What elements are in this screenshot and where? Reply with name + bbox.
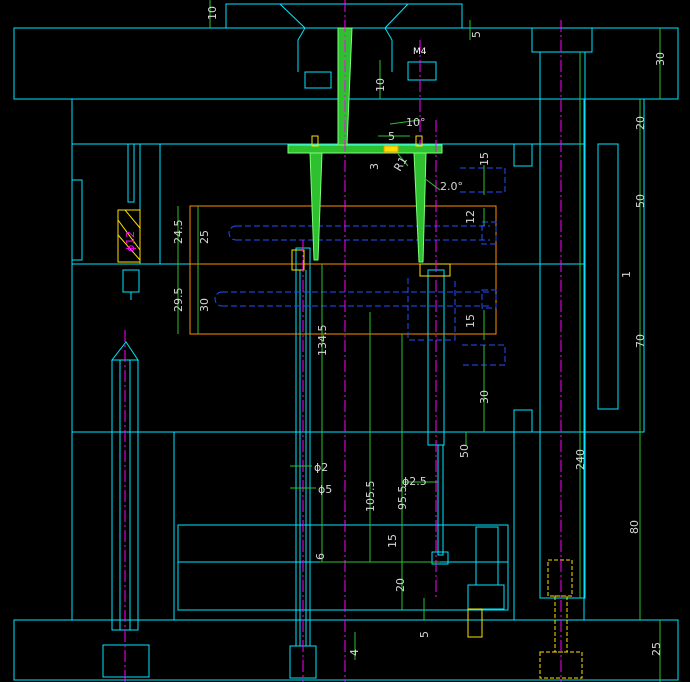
dim-1: 1	[620, 271, 633, 278]
m4-label: M4	[413, 47, 427, 57]
dim-50-mid: 50	[458, 444, 471, 458]
right-guide-inner	[597, 143, 619, 410]
dimension-text: 10 5 30 10 10° 5 3 R1 2.0° 15 12 24.5 25…	[124, 6, 667, 656]
dim-15-b: 15	[464, 314, 477, 328]
dim-30-right: 30	[654, 52, 667, 66]
dim-30-left: 30	[198, 298, 211, 312]
dim-95-5: 95.5	[396, 486, 409, 511]
dim-5-low: 5	[418, 631, 431, 638]
spacer-block-left	[71, 431, 175, 621]
runner-system	[287, 27, 443, 263]
dim-10-top: 10	[206, 6, 219, 20]
support-pin-head	[531, 27, 593, 53]
left-step	[71, 179, 83, 261]
angle-2: 2.0°	[440, 180, 463, 193]
dim-15-a: 15	[478, 152, 491, 166]
ejector-retainer-plate	[177, 524, 509, 563]
dim-6: 6	[314, 553, 327, 560]
ejector-plate	[177, 561, 509, 611]
dim-29-5: 29.5	[172, 288, 185, 313]
dim-134-5: 134.5	[316, 325, 329, 357]
left-recess	[139, 143, 161, 265]
dia-2-5: ϕ2.5	[402, 475, 427, 488]
dim-20-right: 20	[634, 116, 647, 130]
dim-4: 4	[348, 649, 361, 656]
dim-10-mid: 10	[374, 78, 387, 92]
dim-20-low: 20	[394, 578, 407, 592]
dim-15-c: 15	[386, 534, 399, 548]
dim-240: 240	[574, 449, 587, 470]
dim-24-5: 24.5	[172, 220, 185, 245]
dim-5-gate: 5	[388, 130, 395, 143]
dim-12: 12	[464, 210, 477, 224]
dia-12: ϕ12	[124, 231, 137, 252]
dia-2: ϕ2	[314, 461, 328, 474]
right-step-b	[513, 409, 533, 433]
dim-80: 80	[628, 520, 641, 534]
dim-5-top: 5	[470, 31, 483, 38]
dim-25: 25	[198, 230, 211, 244]
dim-3: 3	[368, 163, 381, 170]
cooling-channels	[214, 167, 506, 366]
dim-70: 70	[634, 334, 647, 348]
angle-10: 10°	[406, 116, 426, 129]
screws	[117, 135, 583, 679]
bottom-clamp-plate	[13, 619, 679, 681]
cavity-plate	[71, 143, 585, 265]
radius-1: R1	[391, 154, 410, 173]
centerlines	[124, 0, 562, 682]
dim-105-5: 105.5	[364, 481, 377, 513]
dia-5: ϕ5	[318, 483, 332, 496]
dimension-lines	[177, 0, 661, 682]
guide-pin-top-left	[122, 143, 140, 300]
return-pin	[467, 526, 505, 610]
guide-pin-left	[102, 341, 150, 678]
support-pin-body	[539, 51, 586, 599]
right-guide-block	[583, 98, 645, 433]
runner-stripper-plate	[71, 98, 585, 145]
right-step-a	[513, 143, 533, 167]
dim-25-right: 25	[650, 642, 663, 656]
dim-50-right: 50	[634, 194, 647, 208]
dim-30-mid: 30	[478, 390, 491, 404]
